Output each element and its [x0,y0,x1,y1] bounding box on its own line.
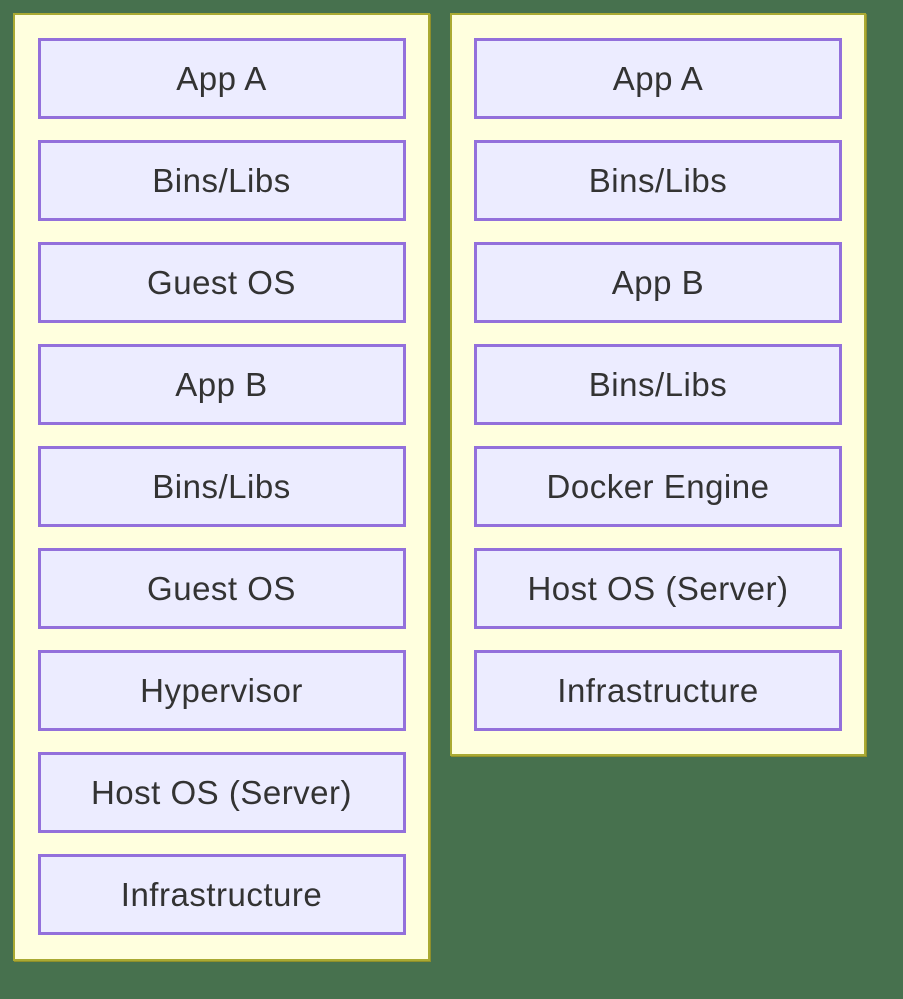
stack-box: Host OS (Server) [37,752,406,833]
stack-box: Bins/Libs [37,446,406,527]
stack-box-label: Docker Engine [546,467,770,505]
stack-box-label: App A [176,59,267,97]
stack-box: App A [474,38,842,119]
stack-box-label: Bins/Libs [152,161,291,199]
stack-box-label: Guest OS [147,569,296,607]
stack-box: Docker Engine [474,446,842,527]
stack-box: Bins/Libs [474,140,842,221]
stack-box: Guest OS [37,242,406,323]
stack-box-label: Hypervisor [140,671,303,709]
stack-box-label: App B [175,365,268,403]
stack-box-label: Host OS (Server) [90,773,353,811]
stack-box-label: Bins/Libs [588,161,728,199]
stack-box-label: Infrastructure [557,671,759,709]
stack-box: App B [474,242,842,323]
stack-box: Hypervisor [37,650,406,731]
stack-box: App B [37,344,406,425]
stack-box-label: Bins/Libs [152,467,291,505]
stack-box-label: Infrastructure [120,875,323,913]
stack-box-label: App A [612,59,704,97]
stack-box: Bins/Libs [37,140,406,221]
stack-box-label: Guest OS [147,263,296,301]
stack-box-label: Host OS (Server) [527,569,789,607]
stack-box-label: Bins/Libs [588,365,728,403]
stack-box-label: App B [611,263,705,301]
stack-box: Bins/Libs [474,344,842,425]
stack-box: Infrastructure [474,650,842,731]
stack-box: App A [37,38,406,119]
stack-box: Host OS (Server) [474,548,842,629]
stack-box: Guest OS [37,548,406,629]
stack-box: Infrastructure [37,854,406,935]
